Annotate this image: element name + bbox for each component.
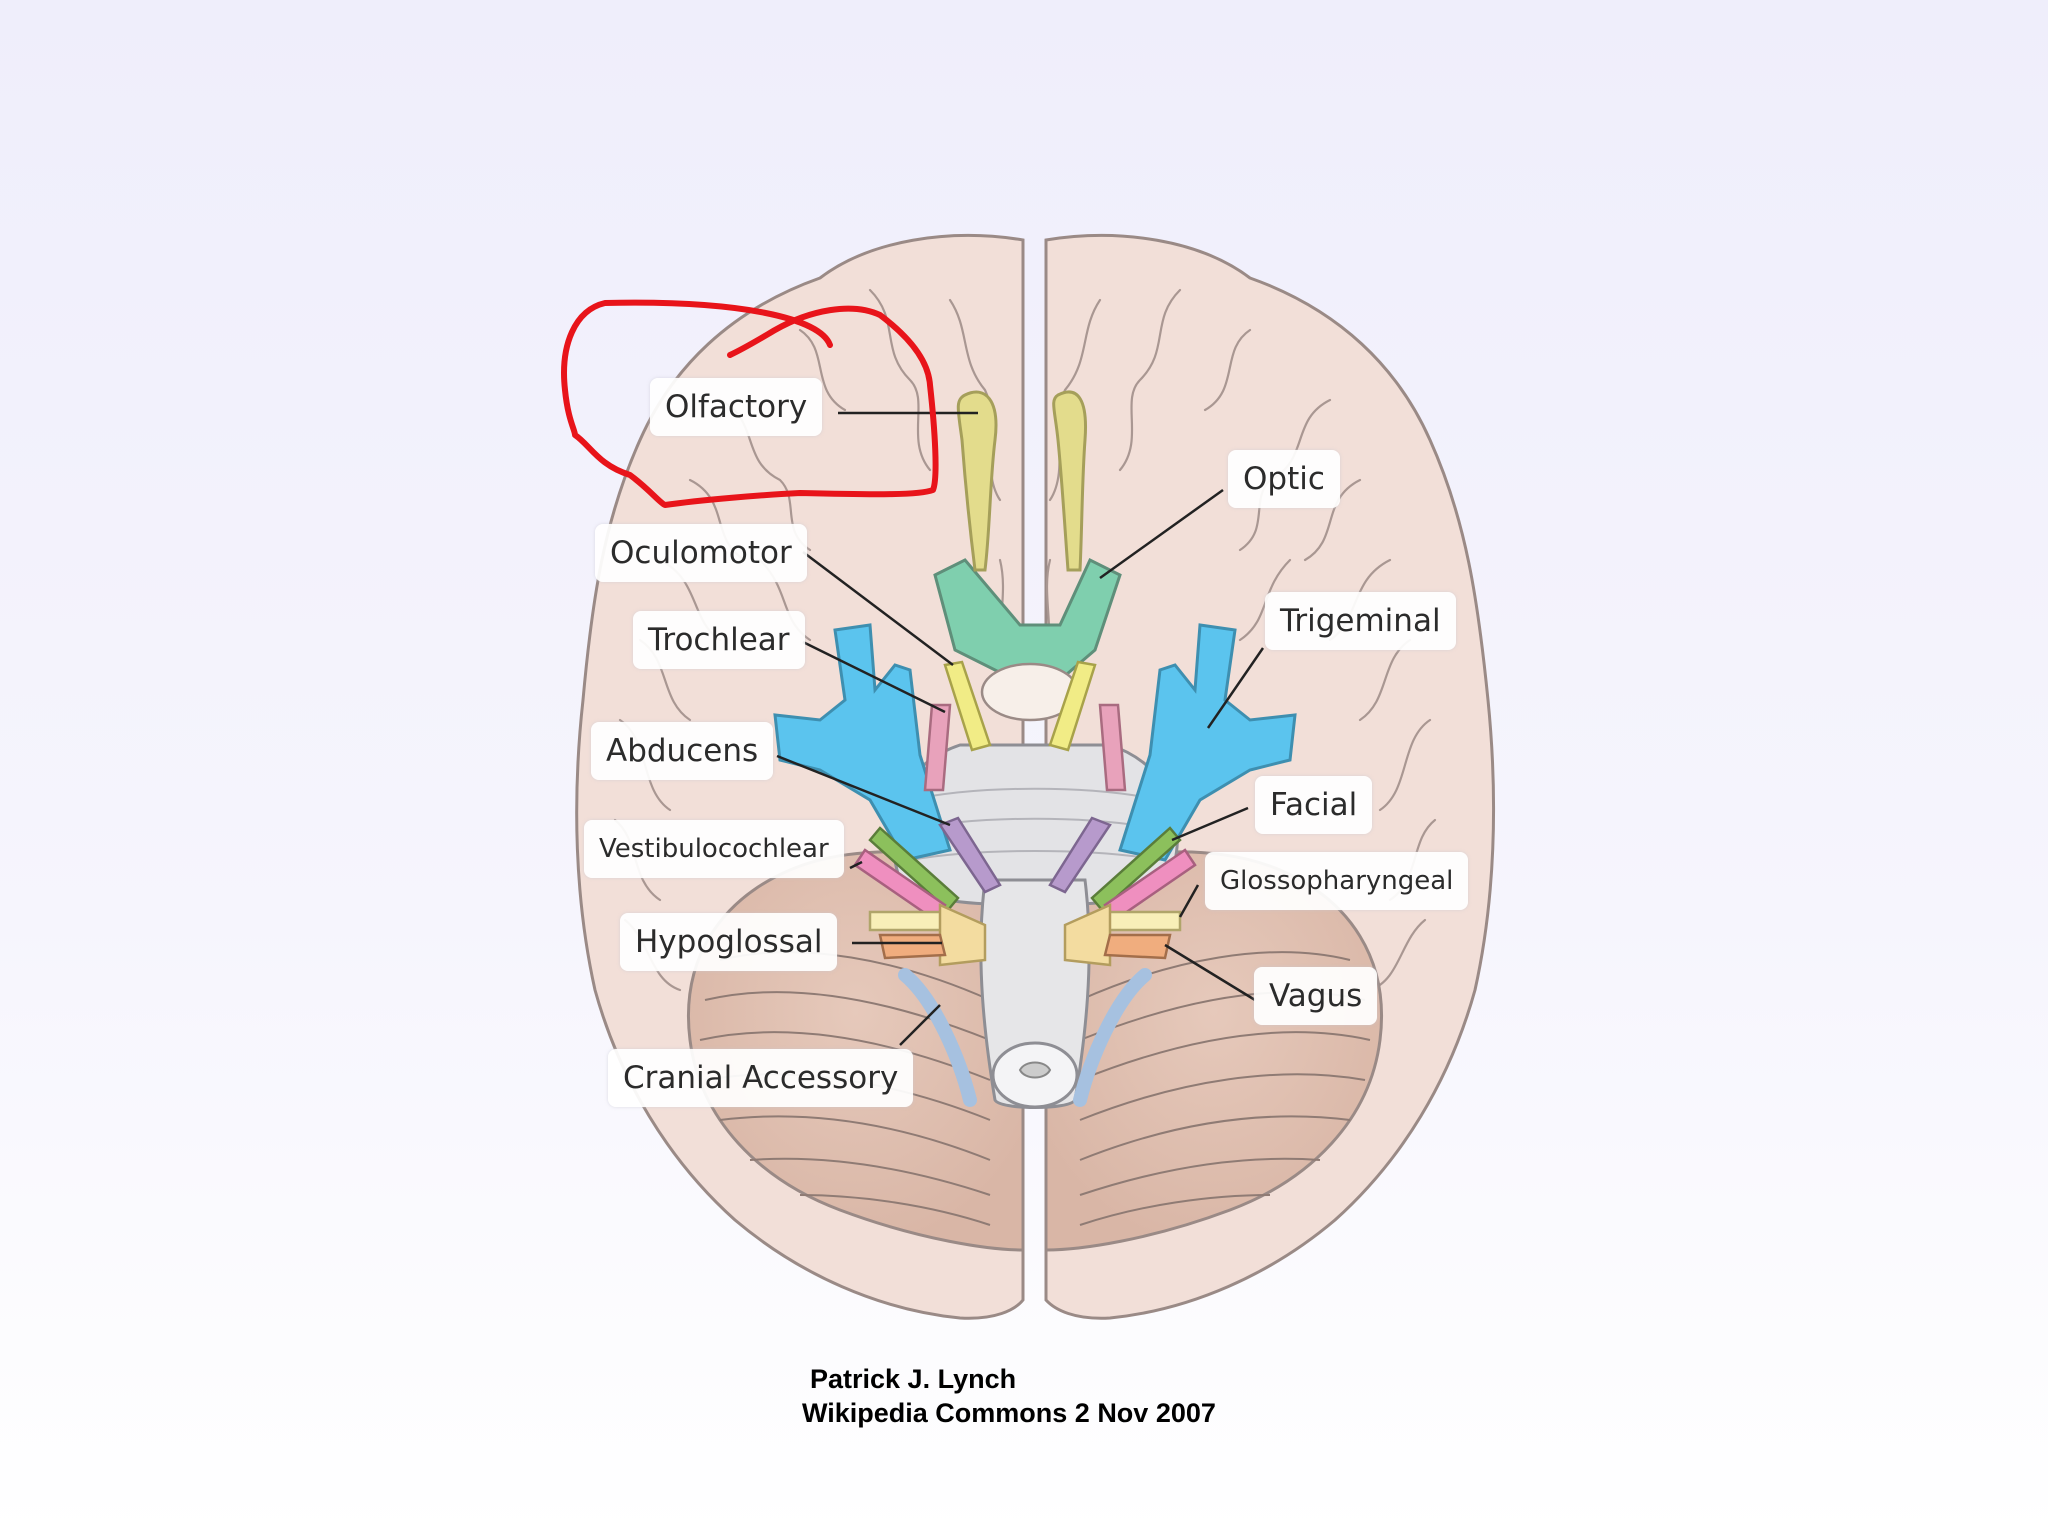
label-trochlear: Trochlear — [633, 611, 805, 669]
label-abducens: Abducens — [591, 722, 774, 780]
hypoglossal-fan — [938, 903, 1112, 967]
oculomotor-nerves — [943, 660, 1097, 752]
label-olfactory: Olfactory — [650, 378, 823, 436]
leader-lines — [776, 411, 1265, 1046]
red-annotation-circle — [561, 299, 939, 508]
label-cranial-accessory: Cranial Accessory — [608, 1049, 914, 1107]
label-vagus: Vagus — [1254, 967, 1378, 1025]
trochlear-nerves — [923, 703, 1127, 792]
label-oculomotor: Oculomotor — [595, 524, 807, 582]
label-vestibulocochlear: Vestibulocochlear — [584, 820, 844, 878]
vagus-nerves — [878, 933, 1172, 960]
label-glossopharyngeal: Glossopharyngeal — [1205, 852, 1469, 910]
vestibulocochlear-nerves — [853, 848, 1197, 922]
accessory-nerves — [898, 968, 1152, 1107]
label-trigeminal: Trigeminal — [1265, 592, 1456, 650]
olfactory-bulbs — [956, 390, 1088, 572]
label-facial: Facial — [1255, 776, 1373, 834]
label-hypoglossal: Hypoglossal — [620, 913, 838, 971]
optic-chiasm — [933, 557, 1122, 682]
glossopharyngeal-nerves — [868, 910, 1182, 932]
facial-nerves — [868, 826, 1182, 912]
credit-author: Patrick J. Lynch — [810, 1364, 1017, 1394]
abducens-nerves — [938, 816, 1112, 894]
credit-source: Wikipedia Commons 2 Nov 2007 — [802, 1398, 1216, 1428]
label-optic: Optic — [1228, 450, 1340, 508]
